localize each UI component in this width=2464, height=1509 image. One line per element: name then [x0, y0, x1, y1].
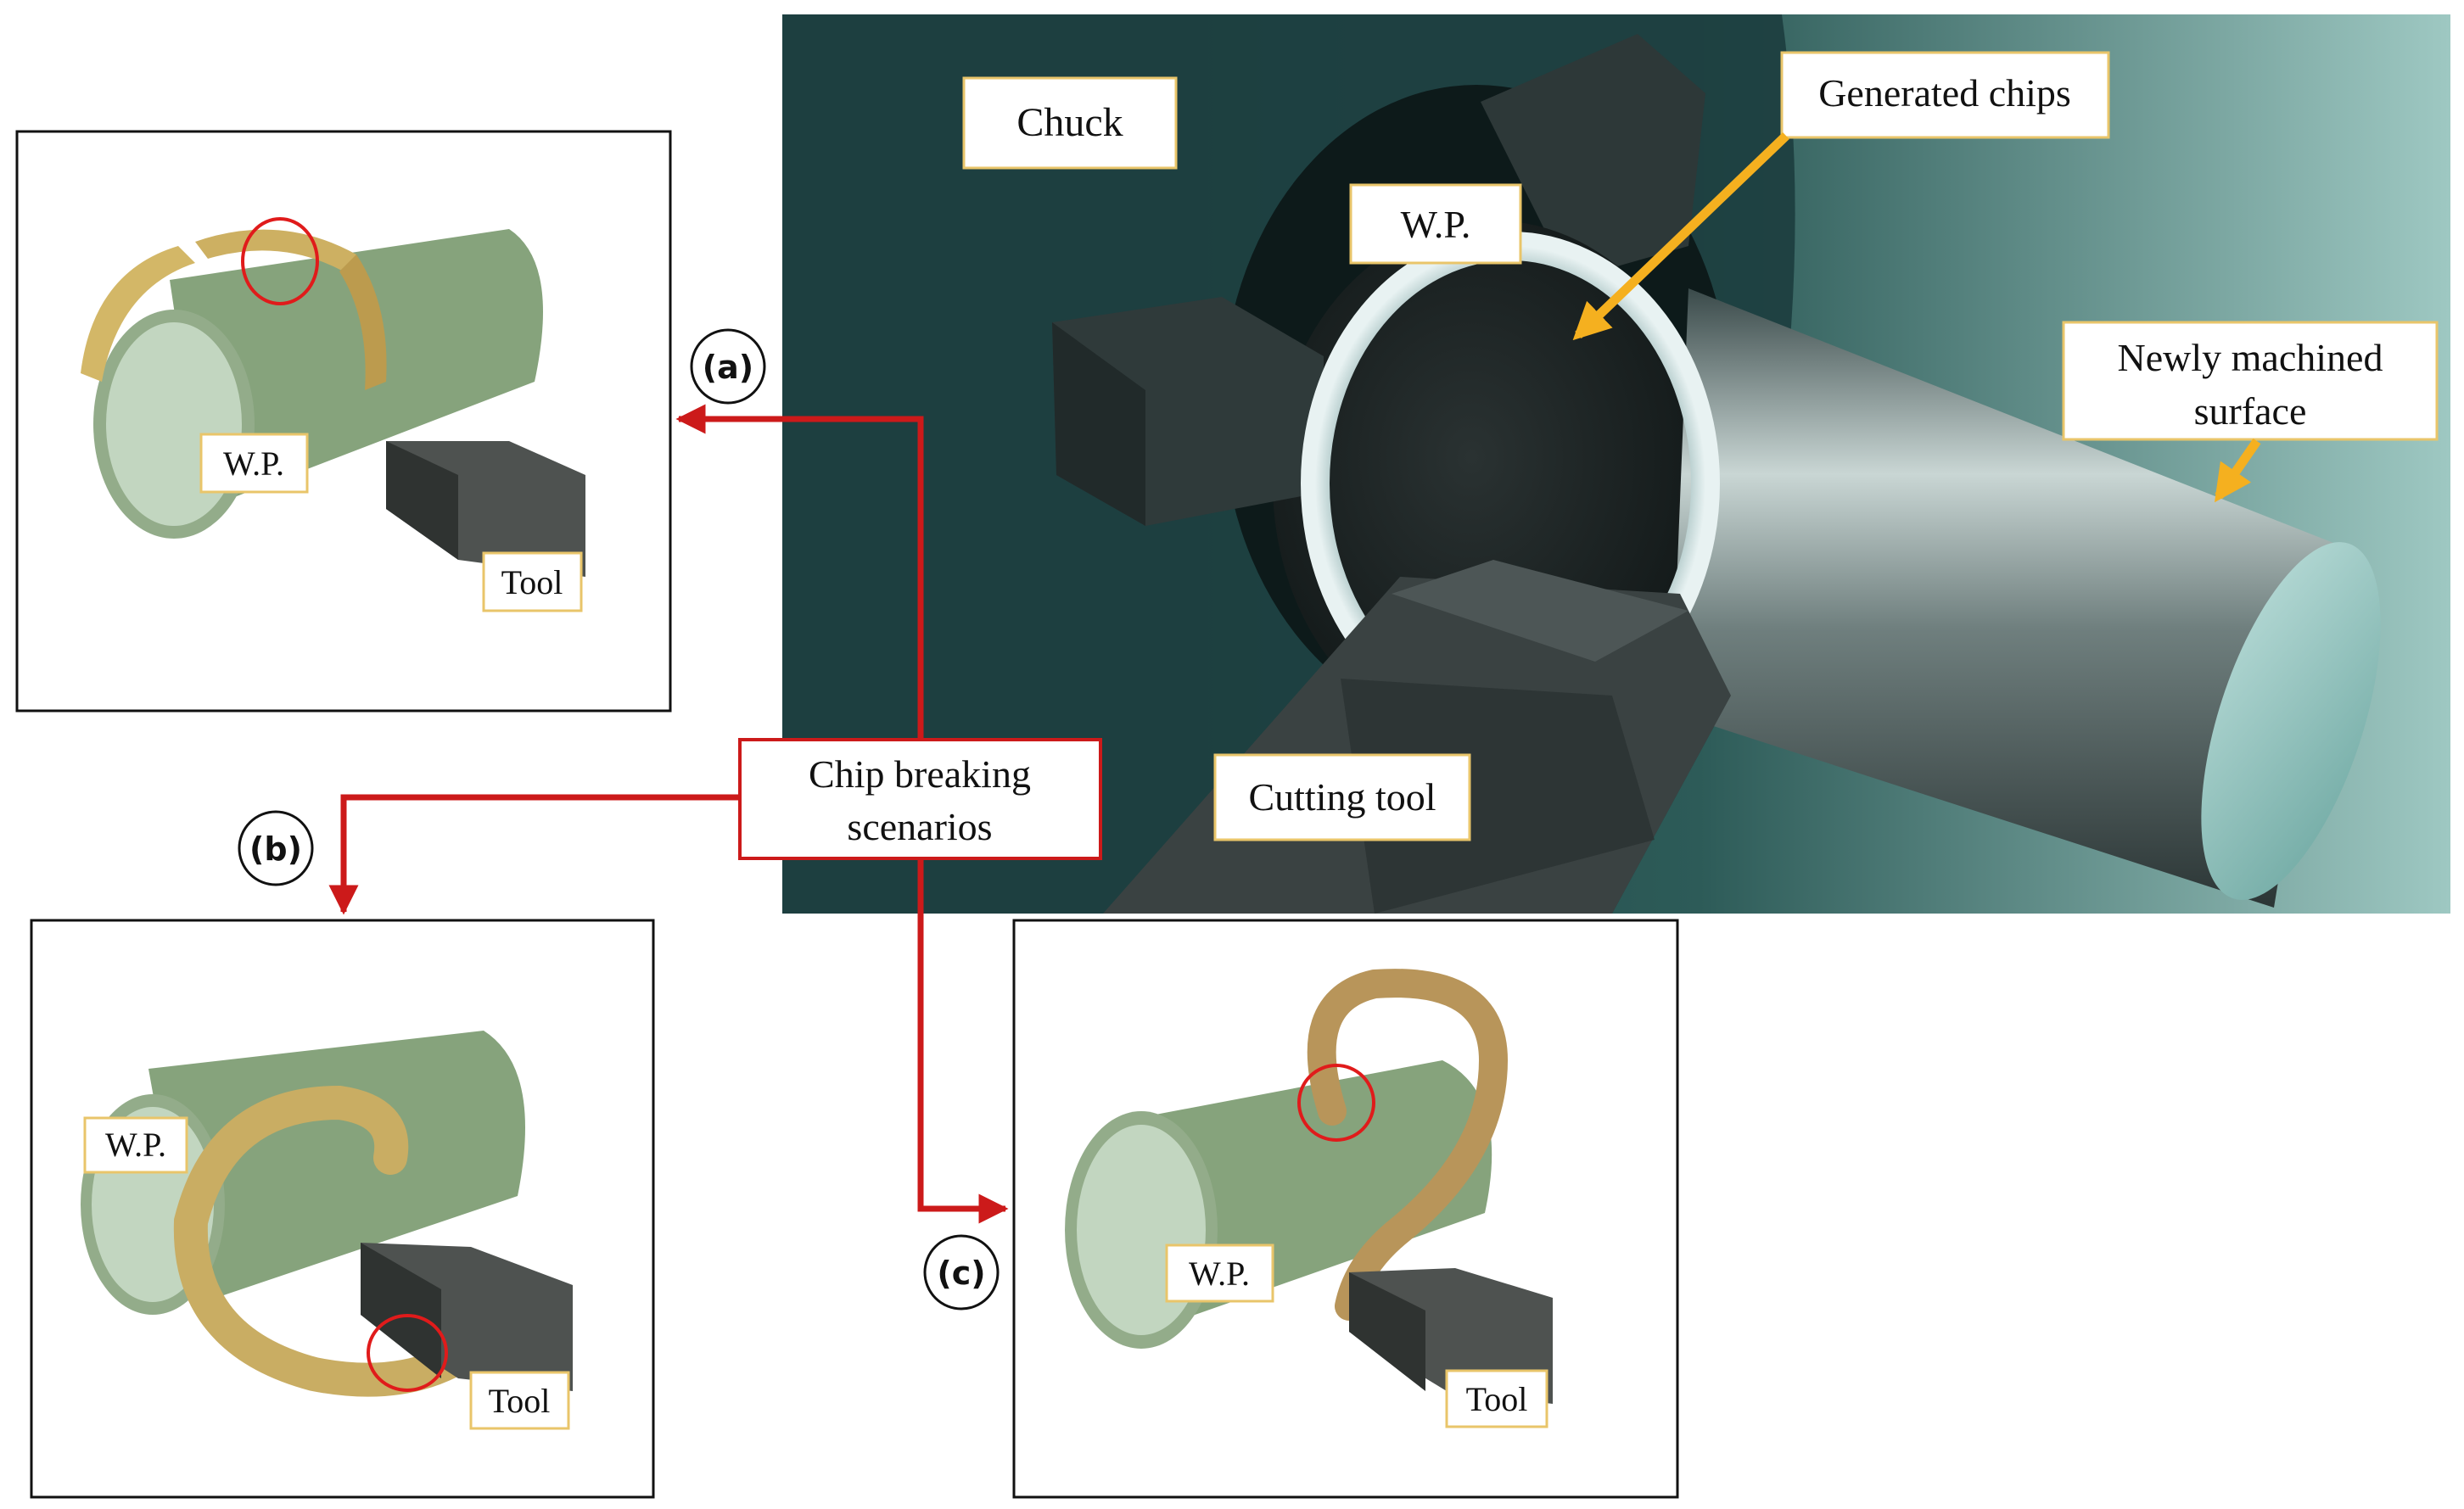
panel-c-chip — [1307, 969, 1509, 1321]
marker-b: (b) — [238, 810, 314, 886]
svg-text:surface: surface — [2194, 389, 2307, 433]
svg-text:(b): (b) — [249, 830, 302, 868]
newly-machined-label: Newly machined surface — [2062, 321, 2439, 441]
svg-text:W.P.: W.P. — [1189, 1255, 1250, 1293]
wp-main-label: W.P. — [1349, 183, 1522, 265]
connector-b — [328, 794, 740, 915]
generated-chips-pointer — [1572, 132, 1789, 341]
svg-text:(a): (a) — [703, 349, 753, 386]
svg-text:Tool: Tool — [1466, 1380, 1528, 1418]
chip-breaking-scenarios-label: Chip breaking scenarios — [738, 738, 1102, 860]
panel-b-chip — [173, 1085, 475, 1397]
chuck-label: Chuck — [962, 76, 1178, 170]
svg-text:W.P.: W.P. — [1401, 203, 1471, 246]
panel-c-break-circle — [1297, 1064, 1375, 1142]
connector-c — [917, 857, 1009, 1224]
panel-b-break-circle — [367, 1314, 448, 1392]
cutting-tool-label: Cutting tool — [1213, 753, 1471, 841]
panel-b-wp-label: W.P. — [83, 1116, 188, 1174]
svg-text:Chuck: Chuck — [1016, 100, 1123, 145]
svg-text:Tool: Tool — [489, 1382, 551, 1420]
main-render — [782, 14, 2450, 914]
connectors — [328, 404, 1009, 1224]
svg-text:W.P.: W.P. — [105, 1126, 166, 1164]
newly-machined-pointer — [2214, 438, 2261, 503]
panel-c-tool-label: Tool — [1445, 1369, 1548, 1428]
svg-text:Newly machined: Newly machined — [2118, 336, 2383, 379]
connector-a — [675, 404, 924, 886]
svg-text:Generated chips: Generated chips — [1818, 71, 2071, 115]
panel-a-chip — [81, 246, 195, 382]
panel-a: W.P. Tool — [15, 130, 672, 713]
marker-c: (c) — [923, 1234, 1000, 1311]
generated-chips-label: Generated chips — [1780, 51, 2110, 139]
panel-b: W.P. Tool — [30, 919, 655, 1499]
panel-a-wp-label: W.P. — [199, 433, 309, 494]
svg-text:scenarios: scenarios — [847, 805, 992, 848]
panel-a-tool-label: Tool — [482, 551, 583, 612]
svg-text:Chip breaking: Chip breaking — [809, 752, 1031, 796]
svg-text:(c): (c) — [937, 1255, 985, 1292]
svg-text:Cutting tool: Cutting tool — [1248, 775, 1436, 819]
panel-a-break-circle — [241, 217, 319, 305]
panel-b-workpiece — [148, 1031, 525, 1306]
svg-text:W.P.: W.P. — [223, 444, 284, 483]
marker-a: (a) — [690, 328, 766, 405]
panel-c: W.P. Tool — [1012, 919, 1679, 1499]
svg-text:Tool: Tool — [501, 563, 563, 601]
panel-c-wp-label: W.P. — [1165, 1244, 1274, 1303]
panel-b-tool-label: Tool — [469, 1371, 570, 1430]
